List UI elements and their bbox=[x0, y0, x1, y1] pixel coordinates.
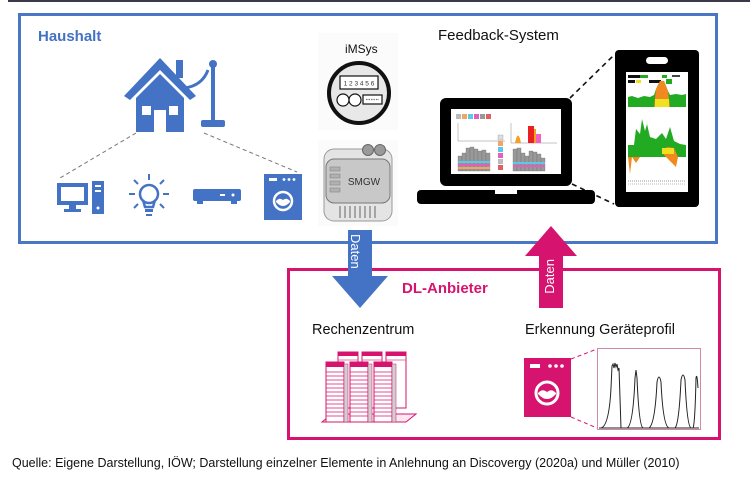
laptop-dashboard bbox=[456, 114, 557, 172]
house-icon bbox=[124, 58, 225, 132]
feedback-title: Feedback-System bbox=[438, 27, 559, 44]
household-title: Haushalt bbox=[38, 28, 102, 45]
meter-display: 1 2 3 4 5 6 bbox=[344, 81, 375, 88]
profile-detection-label: Erkennung Geräteprofil bbox=[525, 322, 675, 338]
provider-frame bbox=[287, 268, 721, 440]
datacenter-icon bbox=[320, 351, 418, 423]
washing-machine-icon bbox=[264, 174, 302, 220]
meter-label: iMSys bbox=[345, 42, 378, 56]
source-caption: Quelle: Eigene Darstellung, IÖW; Darstel… bbox=[12, 456, 680, 470]
data-up-label: Daten bbox=[542, 259, 557, 294]
light-bulb-icon bbox=[129, 174, 169, 216]
provider-title: DL-Anbieter bbox=[402, 280, 488, 297]
smartphone-icon bbox=[615, 50, 699, 207]
phone-dashboard bbox=[628, 75, 686, 185]
computer-icon bbox=[57, 181, 104, 214]
data-down-label: Daten bbox=[348, 234, 363, 269]
appliance-load-profile bbox=[597, 348, 701, 430]
laptop-icon bbox=[417, 98, 595, 204]
datacenter-label: Rechenzentrum bbox=[312, 322, 415, 338]
top-rule bbox=[8, 0, 750, 2]
router-icon bbox=[193, 189, 241, 204]
data-down-arrow bbox=[332, 230, 388, 308]
provider-washing-machine-icon bbox=[524, 358, 571, 417]
smart-meter-gateway-icon: SMGW bbox=[323, 144, 393, 222]
gateway-label: SMGW bbox=[348, 177, 381, 188]
data-up-arrow bbox=[525, 226, 577, 308]
smart-meter-icon: 1 2 3 4 5 6 bbox=[327, 61, 391, 125]
